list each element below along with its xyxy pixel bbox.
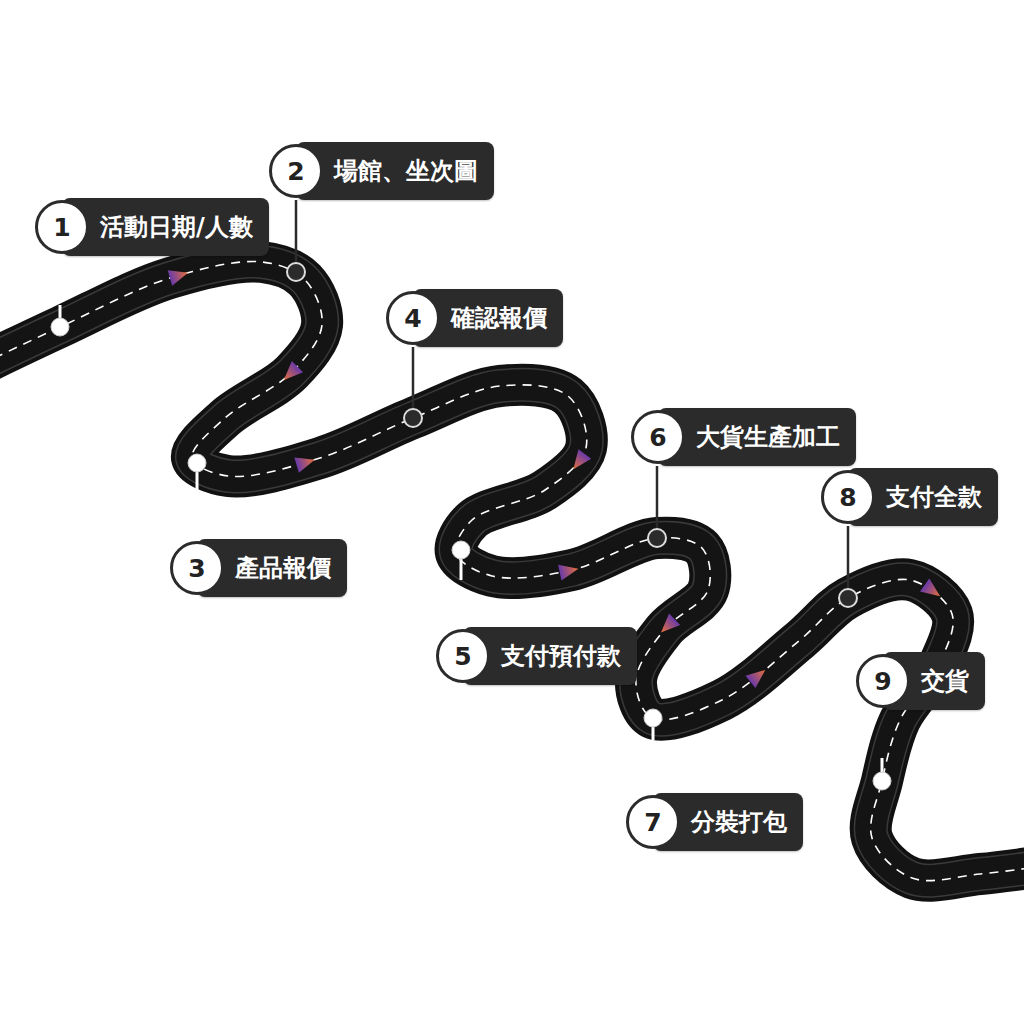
leader-layer: [296, 200, 848, 588]
step-number-circle: 7: [626, 795, 680, 849]
pin-marker: [452, 541, 470, 559]
step-number-circle: 6: [631, 410, 685, 464]
step-label-box: 支付預付款5: [463, 627, 637, 685]
direction-arrow: [558, 561, 580, 581]
road-marker: [839, 589, 857, 607]
pin-marker: [873, 772, 891, 790]
step-label-box: 場館、坐次圖2: [296, 142, 494, 200]
leader-line: [412, 347, 415, 408]
step-number-circle: 1: [35, 200, 89, 254]
callout-number: 2: [287, 159, 304, 184]
direction-arrow: [294, 452, 317, 473]
marker-layer: [51, 263, 945, 790]
step-number-circle: 2: [269, 144, 323, 198]
direction-arrow: [168, 265, 191, 286]
pin-marker: [644, 709, 662, 727]
step-label-box: 產品報價3: [197, 539, 347, 597]
callout-number: 4: [404, 306, 421, 331]
step-number-circle: 5: [436, 629, 490, 683]
leader-line: [295, 200, 298, 262]
road: [0, 262, 1024, 881]
step-label: 產品報價: [235, 556, 331, 580]
leader-line: [656, 466, 659, 528]
direction-arrow: [920, 579, 945, 603]
step-number-circle: 4: [386, 291, 440, 345]
callout-number: 9: [874, 669, 891, 694]
step-label: 確認報價: [451, 306, 547, 330]
callout-number: 8: [839, 485, 856, 510]
road-edge: [0, 262, 1024, 881]
step-label-box: 交貨9: [883, 652, 985, 710]
callout-number: 1: [53, 215, 70, 240]
direction-arrow: [655, 613, 680, 638]
step-label: 交貨: [921, 669, 969, 693]
callout-number: 3: [188, 556, 205, 581]
step-label: 大貨生產加工: [696, 425, 840, 449]
step-number-circle: 3: [170, 541, 224, 595]
road-surface: [0, 262, 1024, 881]
road-marker: [404, 409, 422, 427]
step-label-box: 活動日期/人數1: [62, 198, 269, 256]
road-marker: [648, 529, 666, 547]
step-label: 場館、坐次圖: [334, 159, 478, 183]
step-label-box: 確認報價4: [413, 289, 563, 347]
direction-arrow: [567, 449, 591, 474]
step-label: 支付預付款: [501, 644, 621, 668]
step-label-box: 大貨生產加工6: [658, 408, 856, 466]
callout-number: 7: [644, 810, 661, 835]
pin-marker: [188, 454, 206, 472]
step-label-box: 支付全款8: [848, 468, 998, 526]
direction-arrow: [745, 664, 770, 688]
step-label: 支付全款: [886, 485, 982, 509]
step-label-box: 分裝打包7: [653, 793, 803, 851]
step-number-circle: 8: [821, 470, 875, 524]
pin-marker: [51, 318, 69, 336]
step-label: 分裝打包: [691, 810, 787, 834]
callout-number: 6: [649, 425, 666, 450]
road-layer: [0, 262, 1024, 881]
leader-line: [847, 526, 850, 588]
road-marker: [287, 263, 305, 281]
direction-arrow: [278, 361, 303, 386]
callout-number: 5: [454, 644, 471, 669]
step-number-circle: 9: [856, 654, 910, 708]
road-centerline: [0, 262, 1024, 881]
step-label: 活動日期/人數: [100, 215, 253, 239]
